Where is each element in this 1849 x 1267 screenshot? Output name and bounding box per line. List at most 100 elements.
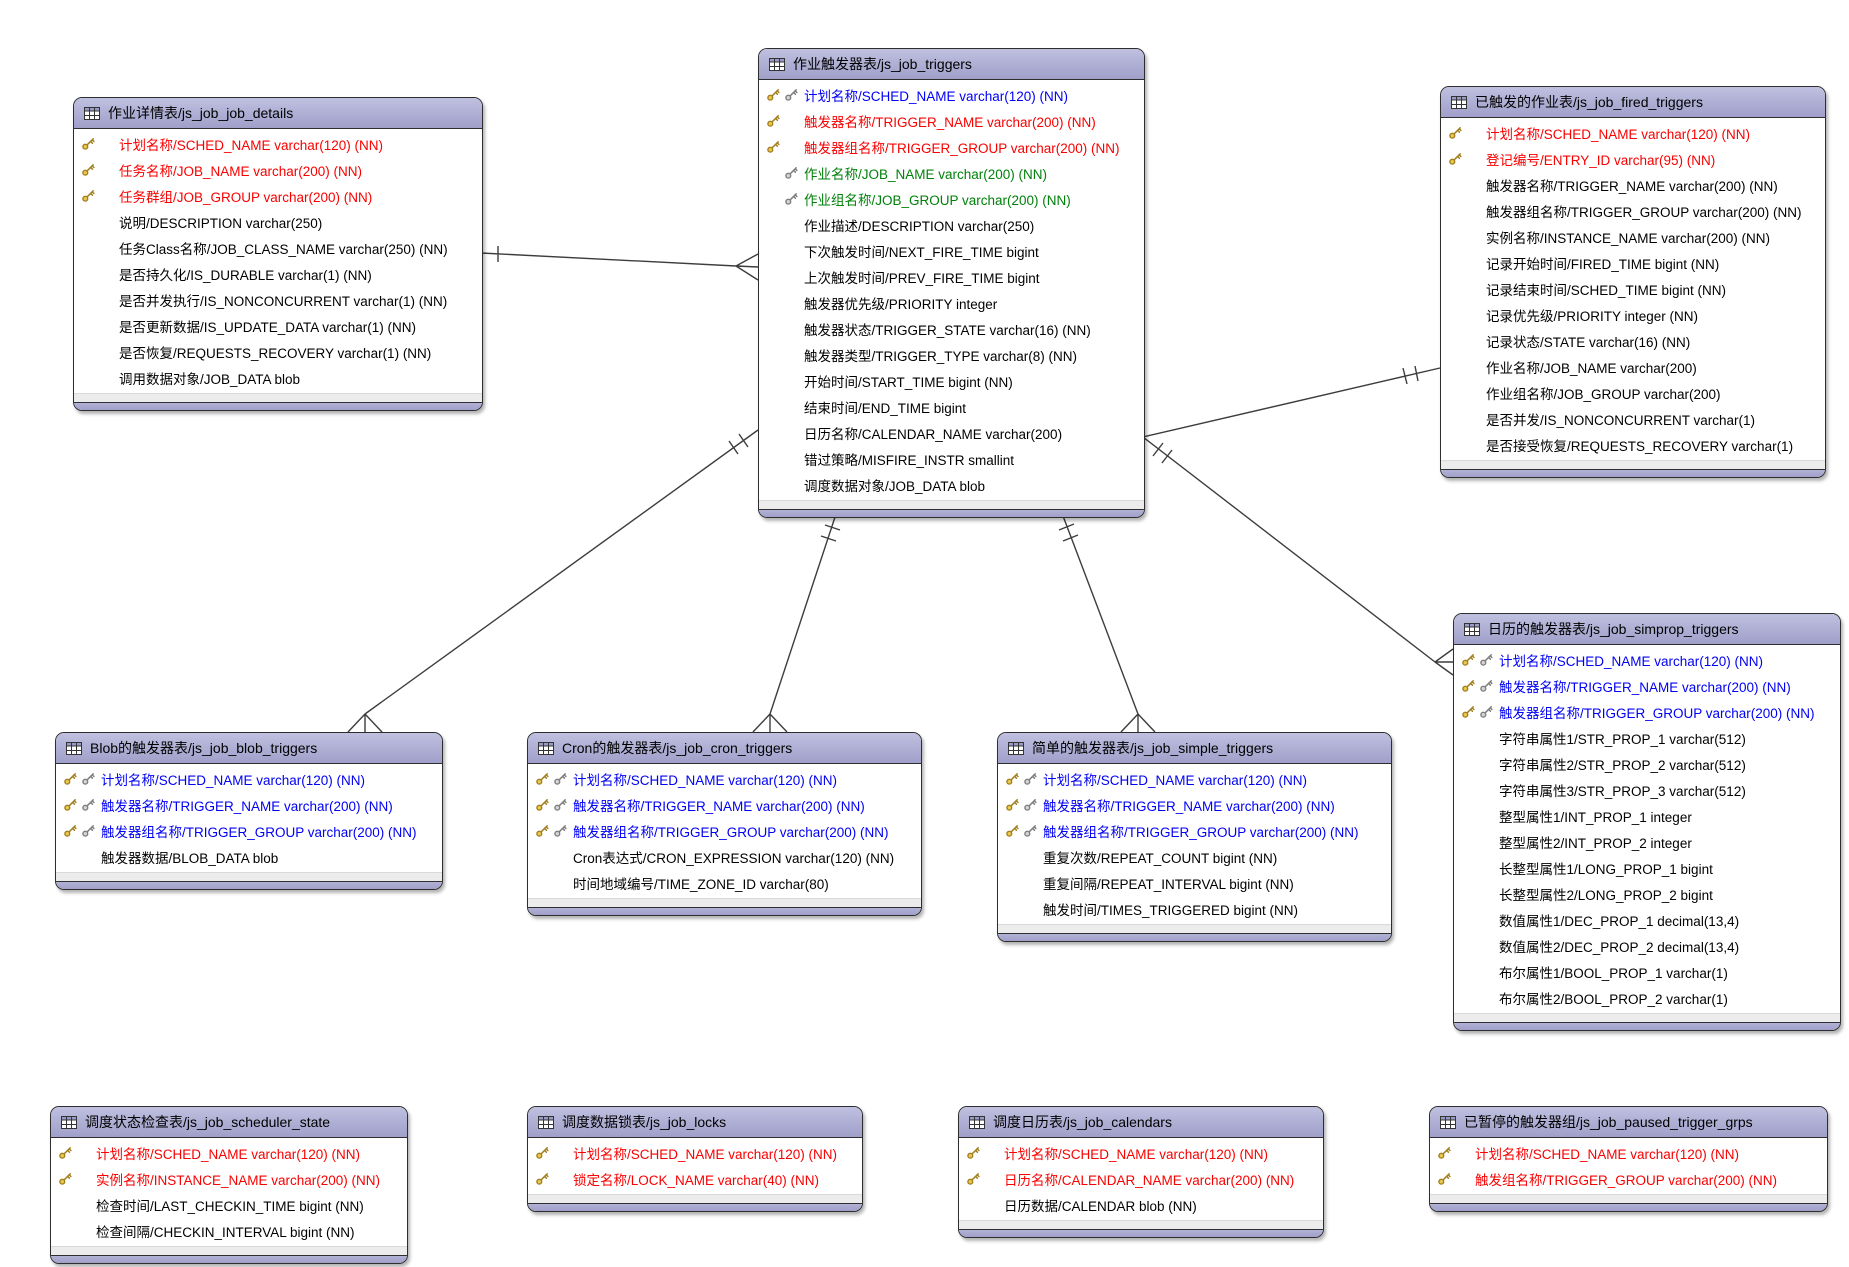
field-row[interactable]: 是否持久化/IS_DURABLE varchar(1) (NN) <box>74 261 482 287</box>
field-row[interactable]: 记录开始时间/FIRED_TIME bigint (NN) <box>1441 250 1825 276</box>
field-row[interactable]: 任务群组/JOB_GROUP varchar(200) (NN) <box>74 183 482 209</box>
field-row[interactable]: 计划名称/SCHED_NAME varchar(120) (NN) <box>759 82 1144 108</box>
field-row[interactable]: 作业描述/DESCRIPTION varchar(250) <box>759 212 1144 238</box>
field-row[interactable]: 日历数据/CALENDAR blob (NN) <box>959 1192 1323 1218</box>
field-row[interactable]: 触发器名称/TRIGGER_NAME varchar(200) (NN) <box>1454 673 1840 699</box>
table-header[interactable]: 调度状态检查表/js_job_scheduler_state <box>51 1107 407 1138</box>
field-row[interactable]: 说明/DESCRIPTION varchar(250) <box>74 209 482 235</box>
table-header[interactable]: Blob的触发器表/js_job_blob_triggers <box>56 733 442 764</box>
entity-table-js-job-cron-triggers[interactable]: Cron的触发器表/js_job_cron_triggers 计划名称/SCHE… <box>527 732 922 916</box>
field-row[interactable]: 计划名称/SCHED_NAME varchar(120) (NN) <box>1441 120 1825 146</box>
connector-triggers-to-fired-triggers[interactable] <box>1142 365 1441 438</box>
field-row[interactable]: 触发器组名称/TRIGGER_GROUP varchar(200) (NN) <box>1441 198 1825 224</box>
field-row[interactable]: 计划名称/SCHED_NAME varchar(120) (NN) <box>528 1140 862 1166</box>
field-row[interactable]: 触发器状态/TRIGGER_STATE varchar(16) (NN) <box>759 316 1144 342</box>
table-header[interactable]: 已触发的作业表/js_job_fired_triggers <box>1441 87 1825 118</box>
table-header[interactable]: Cron的触发器表/js_job_cron_triggers <box>528 733 921 764</box>
field-row[interactable]: 作业名称/JOB_NAME varchar(200) (NN) <box>759 160 1144 186</box>
field-row[interactable]: 字符串属性1/STR_PROP_1 varchar(512) <box>1454 725 1840 751</box>
field-row[interactable]: 调度数据对象/JOB_DATA blob <box>759 472 1144 498</box>
field-row[interactable]: 触发器名称/TRIGGER_NAME varchar(200) (NN) <box>528 792 921 818</box>
field-row[interactable]: 整型属性2/INT_PROP_2 integer <box>1454 829 1840 855</box>
table-header[interactable]: 调度数据锁表/js_job_locks <box>528 1107 862 1138</box>
field-row[interactable]: 布尔属性2/BOOL_PROP_2 varchar(1) <box>1454 985 1840 1011</box>
table-header[interactable]: 简单的触发器表/js_job_simple_triggers <box>998 733 1391 764</box>
field-row[interactable]: 结束时间/END_TIME bigint <box>759 394 1144 420</box>
entity-table-js-job-triggers[interactable]: 作业触发器表/js_job_triggers 计划名称/SCHED_NAME v… <box>758 48 1145 518</box>
entity-table-js-job-calendars[interactable]: 调度日历表/js_job_calendars 计划名称/SCHED_NAME v… <box>958 1106 1324 1238</box>
field-row[interactable]: 日历名称/CALENDAR_NAME varchar(200) (NN) <box>959 1166 1323 1192</box>
field-row[interactable]: 记录状态/STATE varchar(16) (NN) <box>1441 328 1825 354</box>
field-row[interactable]: 计划名称/SCHED_NAME varchar(120) (NN) <box>998 766 1391 792</box>
entity-table-js-job-fired-triggers[interactable]: 已触发的作业表/js_job_fired_triggers 计划名称/SCHED… <box>1440 86 1826 478</box>
field-row[interactable]: 触发组名称/TRIGGER_GROUP varchar(200) (NN) <box>1430 1166 1827 1192</box>
field-row[interactable]: 调用数据对象/JOB_DATA blob <box>74 365 482 391</box>
field-row[interactable]: 触发器组名称/TRIGGER_GROUP varchar(200) (NN) <box>1454 699 1840 725</box>
field-row[interactable]: 触发器组名称/TRIGGER_GROUP varchar(200) (NN) <box>56 818 442 844</box>
field-row[interactable]: 长整型属性2/LONG_PROP_2 bigint <box>1454 881 1840 907</box>
field-row[interactable]: 数值属性2/DEC_PROP_2 decimal(13,4) <box>1454 933 1840 959</box>
field-row[interactable]: 记录结束时间/SCHED_TIME bigint (NN) <box>1441 276 1825 302</box>
field-row[interactable]: 上次触发时间/PREV_FIRE_TIME bigint <box>759 264 1144 290</box>
field-row[interactable]: 触发时间/TIMES_TRIGGERED bigint (NN) <box>998 896 1391 922</box>
table-header[interactable]: 已暂停的触发器组/js_job_paused_trigger_grps <box>1430 1107 1827 1138</box>
entity-table-js-job-blob-triggers[interactable]: Blob的触发器表/js_job_blob_triggers 计划名称/SCHE… <box>55 732 443 890</box>
connector-triggers-to-simple-triggers[interactable] <box>1058 507 1156 733</box>
field-row[interactable]: 计划名称/SCHED_NAME varchar(120) (NN) <box>959 1140 1323 1166</box>
field-row[interactable]: 实例名称/INSTANCE_NAME varchar(200) (NN) <box>51 1166 407 1192</box>
field-row[interactable]: 数值属性1/DEC_PROP_1 decimal(13,4) <box>1454 907 1840 933</box>
field-row[interactable]: 是否恢复/REQUESTS_RECOVERY varchar(1) (NN) <box>74 339 482 365</box>
field-row[interactable]: 触发器类型/TRIGGER_TYPE varchar(8) (NN) <box>759 342 1144 368</box>
field-row[interactable]: 是否更新数据/IS_UPDATE_DATA varchar(1) (NN) <box>74 313 482 339</box>
field-row[interactable]: 检查间隔/CHECKIN_INTERVAL bigint (NN) <box>51 1218 407 1244</box>
field-row[interactable]: 检查时间/LAST_CHECKIN_TIME bigint (NN) <box>51 1192 407 1218</box>
field-row[interactable]: 重复次数/REPEAT_COUNT bigint (NN) <box>998 844 1391 870</box>
entity-table-js-job-scheduler-state[interactable]: 调度状态检查表/js_job_scheduler_state 计划名称/SCHE… <box>50 1106 408 1264</box>
table-header[interactable]: 日历的触发器表/js_job_simprop_triggers <box>1454 614 1840 645</box>
field-row[interactable]: 长整型属性1/LONG_PROP_1 bigint <box>1454 855 1840 881</box>
field-row[interactable]: 计划名称/SCHED_NAME varchar(120) (NN) <box>528 766 921 792</box>
field-row[interactable]: 作业名称/JOB_NAME varchar(200) <box>1441 354 1825 380</box>
field-row[interactable]: 触发器名称/TRIGGER_NAME varchar(200) (NN) <box>56 792 442 818</box>
connector-job-details-to-triggers[interactable] <box>480 246 759 281</box>
field-row[interactable]: 触发器组名称/TRIGGER_GROUP varchar(200) (NN) <box>528 818 921 844</box>
entity-table-js-job-simple-triggers[interactable]: 简单的触发器表/js_job_simple_triggers 计划名称/SCHE… <box>997 732 1392 942</box>
field-row[interactable]: 计划名称/SCHED_NAME varchar(120) (NN) <box>1454 647 1840 673</box>
field-row[interactable]: 记录优先级/PRIORITY integer (NN) <box>1441 302 1825 328</box>
field-row[interactable]: 日历名称/CALENDAR_NAME varchar(200) <box>759 420 1144 446</box>
field-row[interactable]: 锁定名称/LOCK_NAME varchar(40) (NN) <box>528 1166 862 1192</box>
field-row[interactable]: 登记编号/ENTRY_ID varchar(95) (NN) <box>1441 146 1825 172</box>
field-row[interactable]: 触发器名称/TRIGGER_NAME varchar(200) (NN) <box>759 108 1144 134</box>
field-row[interactable]: 作业组名称/JOB_GROUP varchar(200) <box>1441 380 1825 406</box>
field-row[interactable]: 字符串属性3/STR_PROP_3 varchar(512) <box>1454 777 1840 803</box>
table-header[interactable]: 作业详情表/js_job_job_details <box>74 98 482 129</box>
field-row[interactable]: 布尔属性1/BOOL_PROP_1 varchar(1) <box>1454 959 1840 985</box>
field-row[interactable]: 触发器组名称/TRIGGER_GROUP varchar(200) (NN) <box>998 818 1391 844</box>
entity-table-js-job-paused-trigger-grps[interactable]: 已暂停的触发器组/js_job_paused_trigger_grps 计划名称… <box>1429 1106 1828 1212</box>
field-row[interactable]: 触发器名称/TRIGGER_NAME varchar(200) (NN) <box>1441 172 1825 198</box>
field-row[interactable]: 任务Class名称/JOB_CLASS_NAME varchar(250) (N… <box>74 235 482 261</box>
field-row[interactable]: 计划名称/SCHED_NAME varchar(120) (NN) <box>51 1140 407 1166</box>
field-row[interactable]: 错过策略/MISFIRE_INSTR smallint <box>759 446 1144 472</box>
field-row[interactable]: 触发器名称/TRIGGER_NAME varchar(200) (NN) <box>998 792 1391 818</box>
field-row[interactable]: 计划名称/SCHED_NAME varchar(120) (NN) <box>74 131 482 157</box>
table-header[interactable]: 作业触发器表/js_job_triggers <box>759 49 1144 80</box>
field-row[interactable]: 触发器优先级/PRIORITY integer <box>759 290 1144 316</box>
field-row[interactable]: 作业组名称/JOB_GROUP varchar(200) (NN) <box>759 186 1144 212</box>
field-row[interactable]: 任务名称/JOB_NAME varchar(200) (NN) <box>74 157 482 183</box>
field-row[interactable]: 重复间隔/REPEAT_INTERVAL bigint (NN) <box>998 870 1391 896</box>
connector-triggers-to-simprop-triggers[interactable] <box>1142 436 1454 676</box>
field-row[interactable]: 下次触发时间/NEXT_FIRE_TIME bigint <box>759 238 1144 264</box>
connector-triggers-to-blob-triggers[interactable] <box>347 429 759 733</box>
entity-table-js-job-locks[interactable]: 调度数据锁表/js_job_locks 计划名称/SCHED_NAME varc… <box>527 1106 863 1212</box>
field-row[interactable]: 时间地域编号/TIME_ZONE_ID varchar(80) <box>528 870 921 896</box>
entity-table-js-job-simprop-triggers[interactable]: 日历的触发器表/js_job_simprop_triggers 计划名称/SCH… <box>1453 613 1841 1031</box>
field-row[interactable]: 是否并发执行/IS_NONCONCURRENT varchar(1) (NN) <box>74 287 482 313</box>
table-header[interactable]: 调度日历表/js_job_calendars <box>959 1107 1323 1138</box>
field-row[interactable]: 计划名称/SCHED_NAME varchar(120) (NN) <box>56 766 442 792</box>
connector-triggers-to-cron-triggers[interactable] <box>752 507 841 733</box>
field-row[interactable]: 是否接受恢复/REQUESTS_RECOVERY varchar(1) <box>1441 432 1825 458</box>
field-row[interactable]: 是否并发/IS_NONCONCURRENT varchar(1) <box>1441 406 1825 432</box>
field-row[interactable]: 字符串属性2/STR_PROP_2 varchar(512) <box>1454 751 1840 777</box>
